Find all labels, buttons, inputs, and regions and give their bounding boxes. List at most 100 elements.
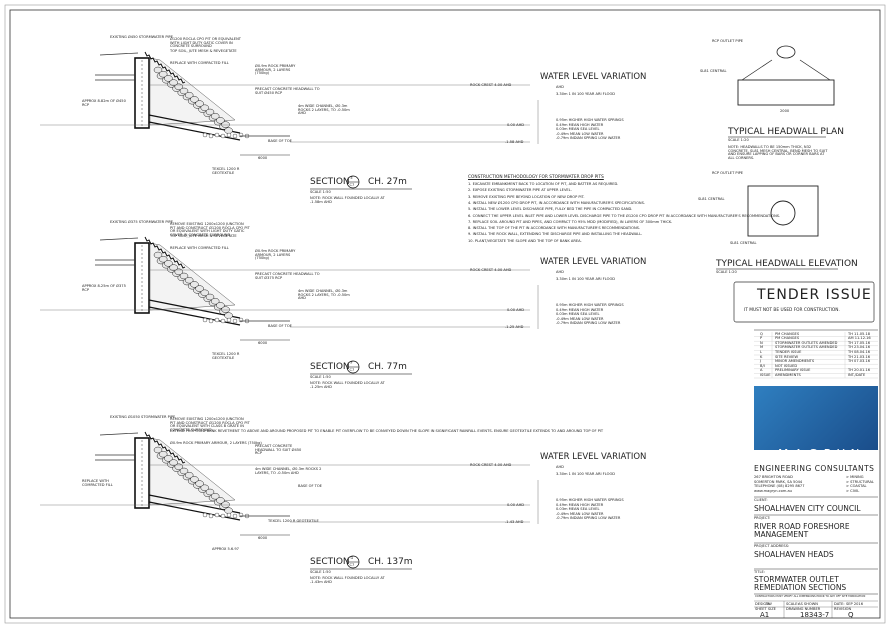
section-scale: SCALE 1:50 bbox=[310, 570, 331, 574]
wl-title: WATER LEVEL VARIATION bbox=[540, 257, 647, 267]
wl-flood: 3.30m 1 IN 100 YEAR ARI FLOOD bbox=[556, 277, 616, 281]
rock-small bbox=[238, 512, 244, 518]
rev-desc: STORMWATER OUTLETS AMENDED bbox=[775, 340, 838, 345]
rock bbox=[153, 66, 163, 74]
callout: 4m WIDE CHANNEL, Ø0.3m ROCKS 2 LAYERS, T… bbox=[255, 467, 322, 475]
drop-pit bbox=[134, 437, 150, 509]
rock bbox=[195, 100, 204, 107]
rock-small bbox=[208, 513, 214, 519]
ground-line bbox=[99, 52, 139, 56]
rock bbox=[221, 121, 230, 128]
drawing-no-label: DRAWING NUMBER bbox=[786, 607, 821, 611]
rock bbox=[164, 75, 173, 82]
rev-date: TH 07.03.16 bbox=[848, 359, 871, 364]
level-label: -1.43 AHD bbox=[505, 520, 524, 524]
section-label: SECTION bbox=[310, 362, 350, 372]
rev-code: Q bbox=[760, 331, 763, 336]
headwall-elev-outline bbox=[747, 185, 819, 237]
rev-code: N bbox=[760, 340, 763, 345]
rev-date: TH 23.04.16 bbox=[848, 345, 871, 350]
section-ref: C7 bbox=[349, 562, 355, 567]
sheet-size: A1 bbox=[760, 611, 770, 619]
rev-date: TH 17.05.16 bbox=[848, 340, 871, 345]
tender-box bbox=[733, 281, 875, 323]
construction-step: 6. CONNECT THE UPPER LEVEL INLET PIPE AN… bbox=[468, 213, 781, 218]
section-label: SECTION bbox=[310, 177, 350, 187]
rev-date: INT./DATE bbox=[848, 372, 866, 377]
rock bbox=[195, 285, 204, 292]
callout: APPROX 8.25m OF Ø375 RCP bbox=[82, 284, 126, 292]
wl-ahd: AHD bbox=[556, 270, 564, 274]
rev-code: A bbox=[760, 368, 763, 373]
callout: EXISTING Ø450 STORMWATER PIPE bbox=[110, 35, 173, 39]
company-service: > COASTAL bbox=[846, 484, 867, 488]
callout: TOP SOIL, JUTE MESH & REVEGETATE bbox=[170, 49, 237, 53]
section-note: NOTE: ROCK WALL FOUNDED LOCALLY AT -1.25… bbox=[310, 381, 385, 389]
rock bbox=[205, 108, 215, 116]
rock-small bbox=[202, 512, 208, 518]
fill-area bbox=[149, 242, 236, 311]
date-value: SEP 2016 bbox=[846, 602, 864, 606]
rev-desc: TENDER ISSUE bbox=[775, 349, 802, 354]
wl-level: 0.49m MEAN HIGH WATER bbox=[556, 502, 604, 507]
rev-date: AM 11.12.16 bbox=[848, 336, 871, 341]
rev-date: TH 08.04.16 bbox=[848, 349, 871, 354]
rock bbox=[190, 476, 199, 483]
wl-level: -0.49m MEAN LOW WATER bbox=[556, 131, 604, 136]
callout: Ø1200 ROCLA CPO PIT OR EQUIVALENT WITH L… bbox=[170, 37, 241, 49]
rock-small bbox=[220, 318, 226, 324]
ground-line bbox=[99, 432, 139, 436]
rock bbox=[179, 467, 189, 475]
construction-step: 10. PLANT/VEGETATE THE SLOPE AND THE TOP… bbox=[468, 238, 582, 243]
rock-small bbox=[208, 133, 214, 139]
plan-title: TYPICAL HEADWALL PLAN bbox=[728, 127, 844, 137]
company-address: TELEPHONE (08) 8295 8677 bbox=[754, 484, 805, 488]
rock bbox=[205, 488, 215, 496]
callout: TOP SOIL, JUTE MESH & REVEGETATE bbox=[170, 234, 237, 238]
project-label: PROJECT: bbox=[754, 516, 771, 520]
title-value: STORMWATER OUTLET REMEDIATION SECTIONS bbox=[754, 575, 847, 593]
section-ref: C7 bbox=[349, 182, 355, 187]
company-name: MAGRYN bbox=[778, 447, 866, 461]
rev-desc: MINOR AMENDMENTS bbox=[775, 359, 815, 364]
rock bbox=[158, 70, 168, 78]
construction-step: 2. EXPOSE EXISTING STORMWATER PIPE AT UP… bbox=[468, 188, 572, 193]
section-ref: C7 bbox=[349, 367, 355, 372]
rev-code: K bbox=[760, 354, 763, 359]
plan-scale: SCALE 1:20 bbox=[728, 138, 749, 142]
construction-step: 1. EXCAVATE EMBANKMENT BACK TO LOCATION … bbox=[468, 182, 619, 186]
callout: TEXCEL 1200 R GEOTEXTILE bbox=[212, 352, 240, 360]
rock bbox=[190, 281, 199, 288]
scale-value: AS SHOWN bbox=[798, 602, 818, 606]
section-note: NOTE: ROCK WALL FOUNDED LOCALLY AT -1.58… bbox=[310, 196, 385, 204]
rock bbox=[221, 306, 230, 313]
section-label: SECTION bbox=[310, 557, 350, 567]
revegetation bbox=[144, 236, 186, 269]
rock bbox=[169, 79, 178, 86]
plan-label: RCP OUTLET PIPE bbox=[712, 39, 744, 43]
headwall-wings bbox=[741, 59, 831, 81]
plan-note: NOTE: HEADWALLS TO BE 150mm THICK, N32 C… bbox=[728, 145, 828, 160]
plan-dim: 2000 bbox=[780, 109, 790, 113]
callout: EXISTING Ø1050 STORMWATER PIPE bbox=[110, 415, 176, 419]
rock bbox=[224, 127, 233, 134]
elev-label: SL81 CENTRAL bbox=[730, 241, 757, 245]
section-chainage: CH. 27m bbox=[368, 177, 407, 187]
rev-code: B/I bbox=[760, 363, 765, 368]
callout: EXISTING Ø375 STORMWATER PIPE bbox=[110, 220, 173, 224]
callout: REPLACE WITH COMPACTED FILL bbox=[170, 61, 229, 65]
wl-level: -0.79m INDIAN SPRING LOW WATER bbox=[556, 321, 621, 326]
rev-desc: PM CHANGES bbox=[775, 336, 800, 341]
level-label: ROCK CREST 4.00 AHD bbox=[470, 83, 512, 87]
section-note: NOTE: ROCK WALL FOUNDED LOCALLY AT -1.43… bbox=[310, 576, 385, 584]
elev-label: SL81 CENTRAL bbox=[698, 197, 725, 201]
rock-small bbox=[232, 133, 238, 139]
rock bbox=[153, 251, 163, 259]
rev-desc: PRELIMINARY ISSUE bbox=[775, 368, 811, 373]
rock bbox=[200, 484, 210, 492]
design-label: DESIGN: bbox=[755, 602, 771, 606]
rock bbox=[174, 268, 184, 276]
rock-small bbox=[202, 317, 208, 323]
rev-desc: STORMWATER OUTLETS AMENDED bbox=[775, 345, 838, 350]
